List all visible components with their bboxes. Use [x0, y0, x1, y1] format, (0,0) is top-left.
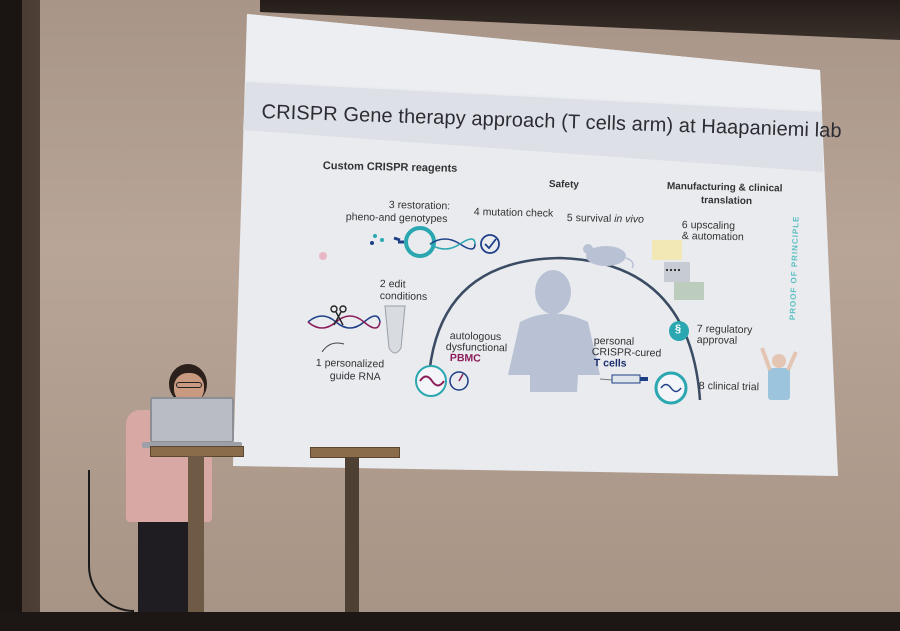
lectern-pole [188, 456, 204, 616]
left-wall [0, 0, 22, 631]
floor [0, 612, 900, 631]
microphone-cable [88, 470, 134, 612]
laptop [150, 397, 234, 443]
laptop-base [142, 442, 242, 448]
podium-pole [345, 457, 359, 617]
presenter-glasses [176, 382, 202, 388]
